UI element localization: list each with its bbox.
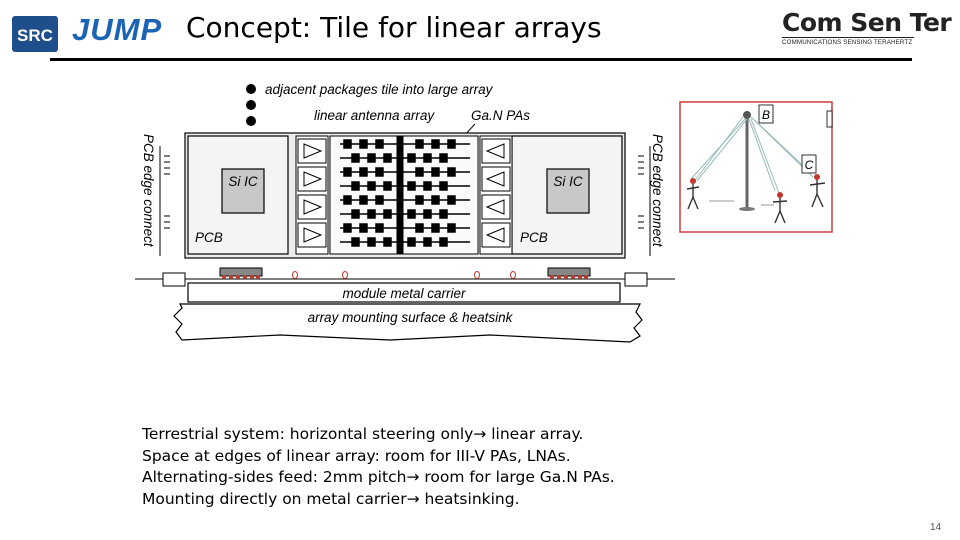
jump-logo: JUMP [72,12,163,47]
array-tile-diagram: adjacent packages tile into large array … [135,82,675,343]
left-pcb-edge-label: PCB edge connect [141,134,156,248]
inset-pole-base [739,207,755,211]
label-linear-antenna-array: linear antenna array [314,108,435,123]
inset-cropped-label-box [826,110,833,128]
label-gan-pas: Ga.N PAs [471,108,530,123]
left-pcb-label: PCB [195,230,223,245]
src-logo: SRC [12,16,58,52]
inset-label-b: B [762,108,770,122]
inset-label-b-box [758,104,774,124]
body-line: Terrestrial system: horizontal steering … [142,425,584,443]
right-si-ic-label: Si IC [553,174,583,189]
page-title: Concept: Tile for linear arrays [186,11,602,44]
body-text: Terrestrial system: horizontal steering … [142,424,615,510]
module-metal-carrier-label: module metal carrier [342,286,466,301]
right-edge-connector [638,146,651,256]
left-edge-connector [159,146,170,256]
inset-pole-top [743,111,751,119]
ellipsis-dot [246,84,256,94]
left-si-ic [221,168,265,214]
ellipsis-dot [246,116,256,126]
comsenter-logo-tagline: COMMUNICATIONS SENSING TERAHERTZ [782,37,914,46]
heatsink [173,303,643,343]
inset-person-right [809,174,826,208]
right-pa-column [479,135,513,255]
solder-bump-row [135,267,675,287]
comsenter-logo-name: Com Sen Ter [782,8,952,37]
right-pcb-label: PCB [520,230,548,245]
heatsink-label: array mounting surface & heatsink [308,310,514,325]
inset-person-middle [772,192,788,224]
module-metal-carrier [187,282,621,303]
inset-person-left [686,178,700,210]
right-si-ic [546,168,590,214]
left-pa-column [295,135,329,255]
antenna-elements [340,136,470,254]
body-line: Mounting directly on metal carrier→ heat… [142,489,520,508]
left-si-ic-label: Si IC [228,174,258,189]
inset-label-c-box [801,154,817,174]
page-number: 14 [930,522,942,533]
inset-label-c: C [805,158,814,172]
ellipsis-dot [246,100,256,110]
right-pcb-edge-label: PCB edge connect [650,134,665,248]
beam-steering-inset: B C [679,101,833,233]
comsenter-logo: Com Sen Ter COMMUNICATIONS SENSING TERAH… [782,8,952,46]
src-logo-text: SRC [17,26,53,45]
body-line: Space at edges of linear array: room for… [142,446,571,465]
title-underline [50,58,912,61]
label-adjacent-packages: adjacent packages tile into large array [265,82,494,97]
body-line: Alternating-sides feed: 2mm pitch→ room … [142,468,615,486]
